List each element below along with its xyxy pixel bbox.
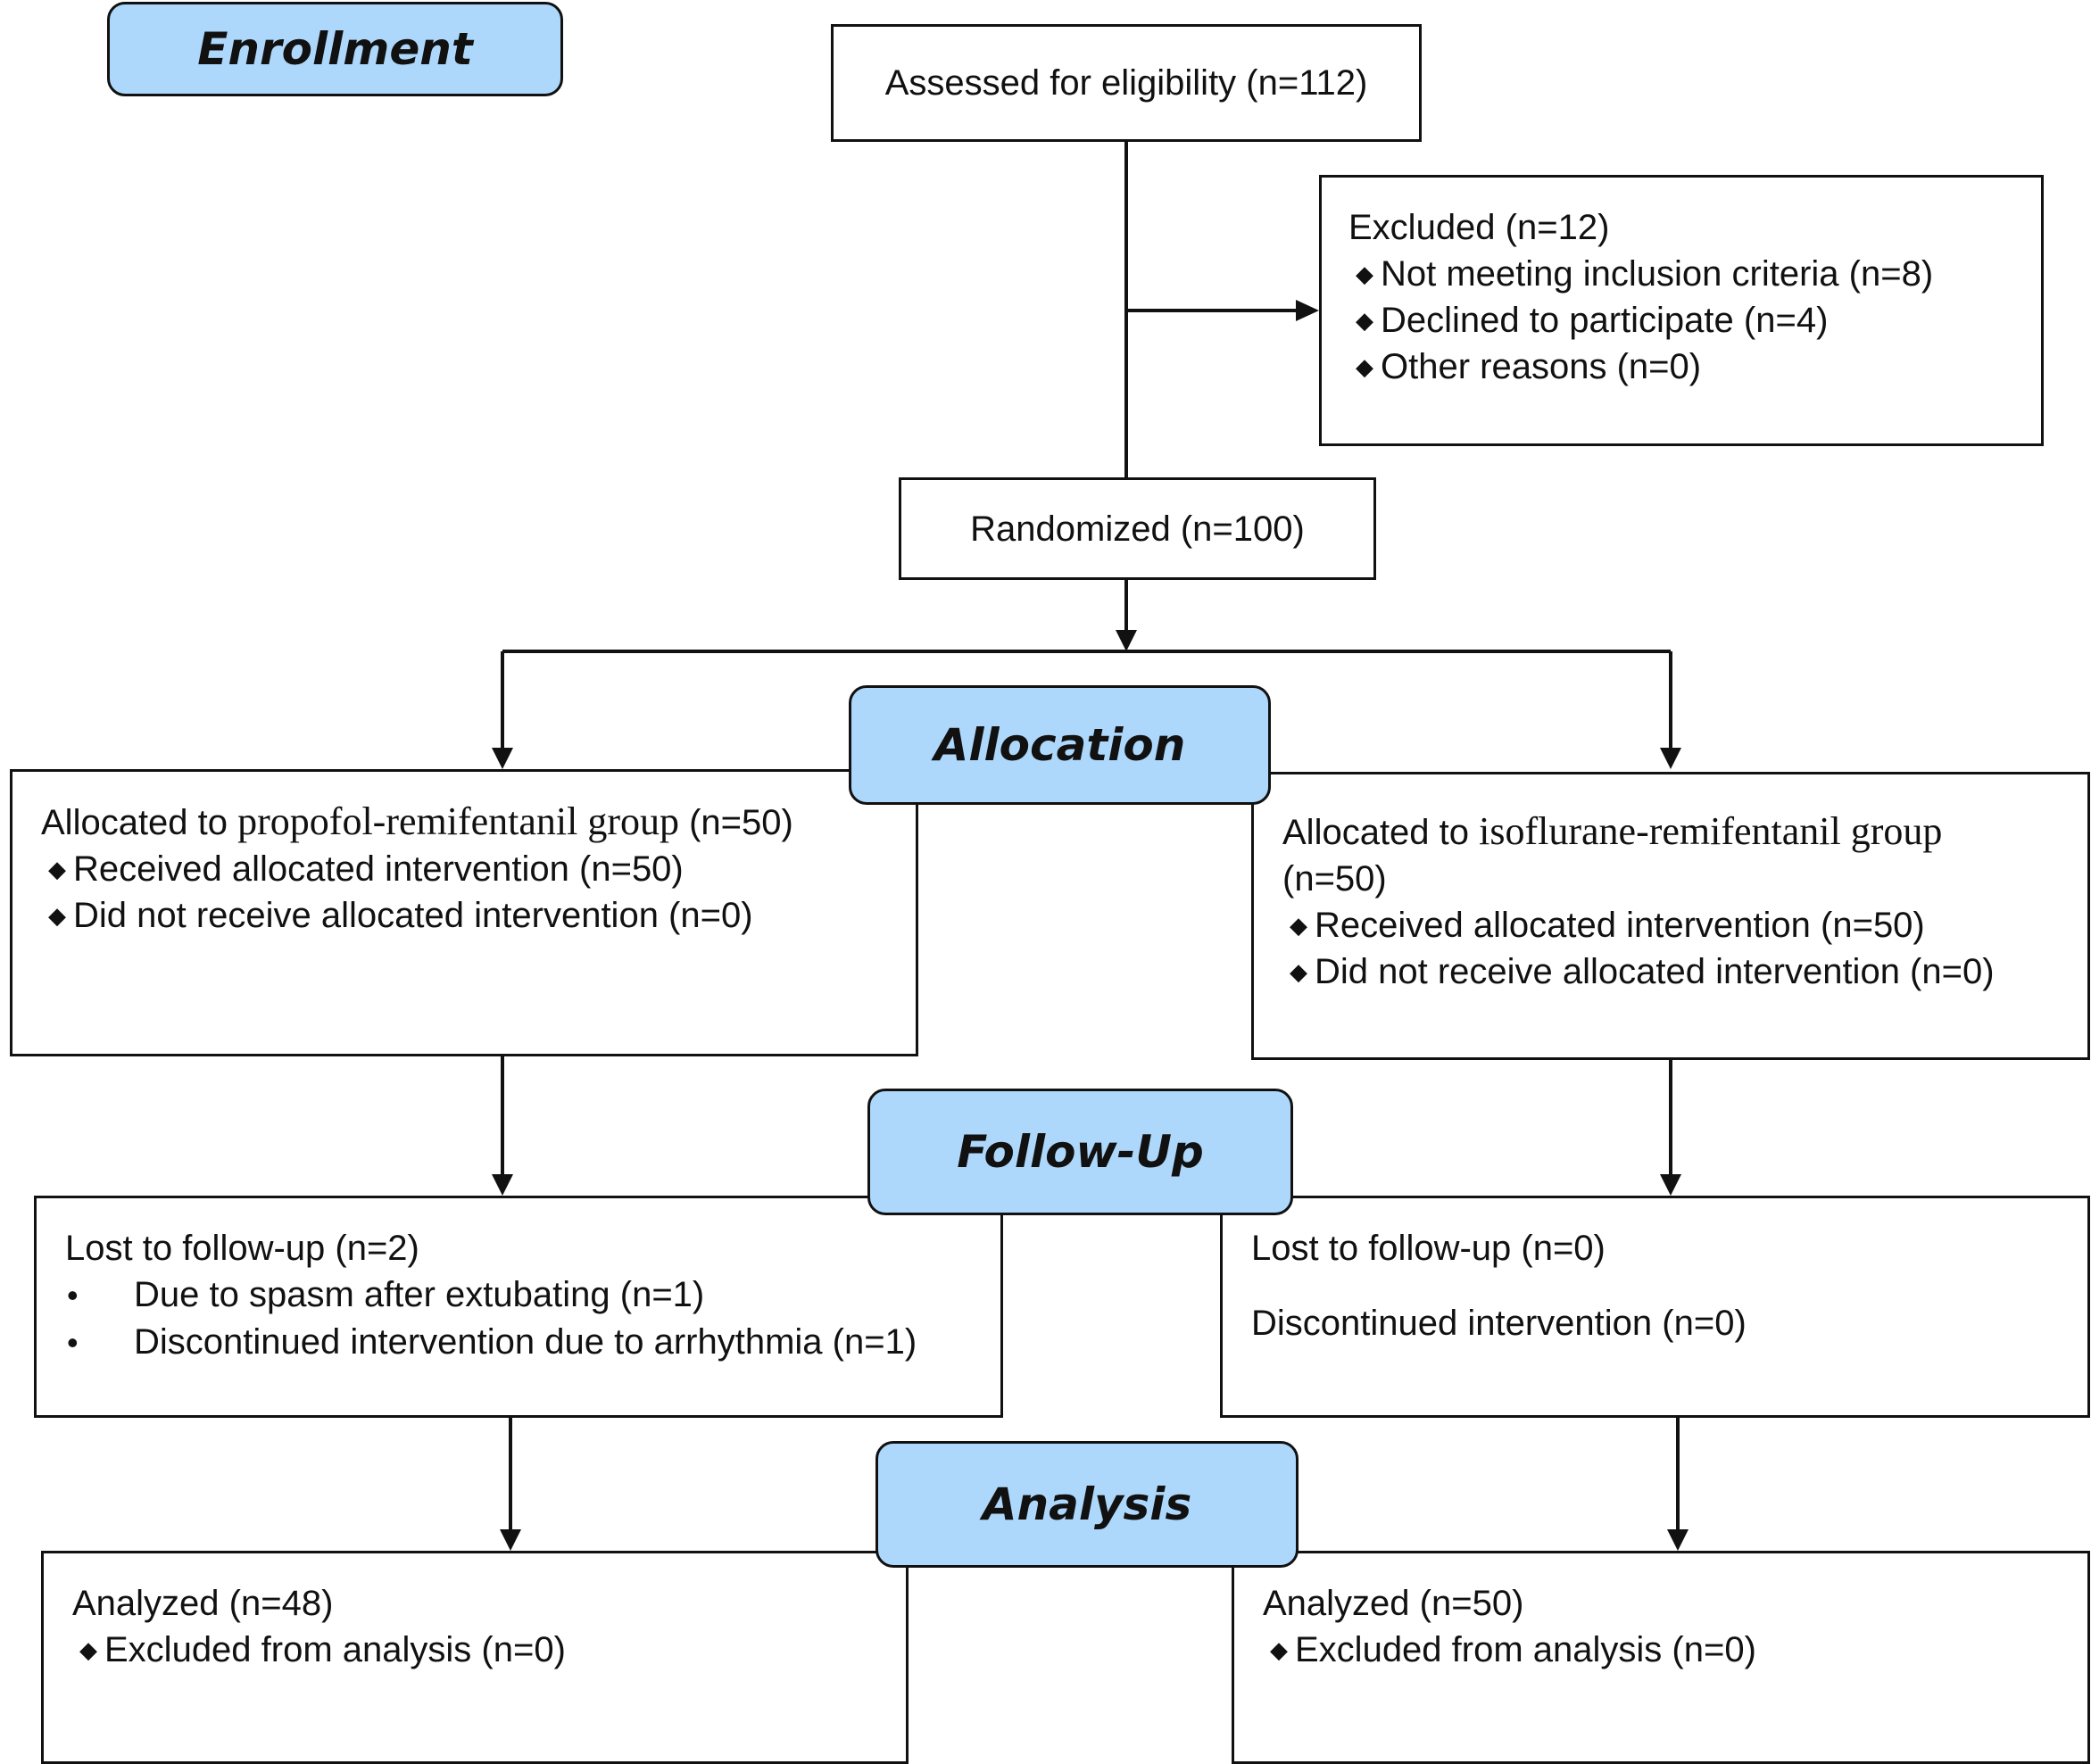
arrowhead-right-analysis (1667, 1529, 1689, 1551)
arrowhead-allocated-left (492, 748, 513, 769)
arrowhead-left-analysis (500, 1529, 521, 1551)
analysis-right-box: Analyzed (n=50) ◆Excluded from analysis … (1232, 1551, 2090, 1764)
allocated-left-item: ◆Received allocated intervention (n=50) (41, 846, 916, 892)
stage-analysis-label: Analysis (982, 1478, 1192, 1530)
allocated-right-item: ◆Received allocated intervention (n=50) (1282, 902, 2087, 948)
stage-analysis: Analysis (875, 1441, 1299, 1568)
diamond-bullet-icon: ◆ (1290, 958, 1307, 985)
excluded-box: Excluded (n=12) ◆Not meeting inclusion c… (1319, 175, 2044, 446)
assessed-box: Assessed for eligibility (n=112) (831, 24, 1422, 142)
followup-right-discontinued: Discontinued intervention (n=0) (1251, 1304, 1747, 1343)
assessed-text: Assessed for eligibility (n=112) (884, 63, 1368, 103)
analysis-left-item: ◆Excluded from analysis (n=0) (72, 1627, 906, 1673)
diamond-bullet-icon: ◆ (1356, 261, 1373, 287)
analysis-left-title: Analyzed (n=48) (72, 1584, 334, 1623)
followup-left-item: •Discontinued intervention due to arrhyt… (65, 1319, 1000, 1366)
arrowhead-right-followup (1660, 1174, 1681, 1196)
diamond-bullet-icon: ◆ (48, 856, 66, 882)
diamond-bullet-icon: ◆ (48, 902, 66, 929)
excluded-item: ◆Declined to participate (n=4) (1348, 297, 2041, 344)
allocated-right-group: isoflurane-remifentanil group (1479, 809, 1943, 853)
stage-allocation: Allocation (849, 685, 1271, 805)
followup-right-title: Lost to follow-up (n=0) (1251, 1229, 1606, 1268)
analysis-left-box: Analyzed (n=48) ◆Excluded from analysis … (41, 1551, 909, 1764)
followup-left-box: Lost to follow-up (n=2) •Due to spasm af… (34, 1196, 1003, 1418)
randomized-box: Randomized (n=100) (899, 477, 1376, 580)
allocated-left-item: ◆Did not receive allocated intervention … (41, 892, 916, 939)
diamond-bullet-icon: ◆ (1356, 353, 1373, 380)
allocated-left-title: Allocated to propofol-remifentanil group… (41, 799, 793, 843)
bullet-dot-icon: • (67, 1277, 79, 1313)
excluded-title: Excluded (n=12) (1348, 208, 1610, 247)
arrowhead-left-followup (492, 1174, 513, 1196)
diamond-bullet-icon: ◆ (79, 1636, 97, 1663)
analysis-right-title: Analyzed (n=50) (1263, 1584, 1524, 1623)
arrowhead-excluded (1296, 300, 1319, 321)
diamond-bullet-icon: ◆ (1356, 307, 1373, 334)
analysis-right-item: ◆Excluded from analysis (n=0) (1263, 1627, 2087, 1673)
bullet-dot-icon: • (67, 1324, 79, 1361)
followup-left-title: Lost to follow-up (n=2) (65, 1229, 419, 1268)
stage-allocation-label: Allocation (933, 719, 1186, 771)
arrowhead-split (1116, 630, 1137, 651)
followup-right-box: Lost to follow-up (n=0) Discontinued int… (1220, 1196, 2090, 1418)
randomized-text: Randomized (n=100) (970, 509, 1305, 549)
stage-follow-up-label: Follow-Up (957, 1126, 1204, 1178)
allocated-right-title: Allocated to isoflurane-remifentanil gro… (1282, 809, 1943, 853)
arrowhead-allocated-right (1660, 748, 1681, 769)
allocated-right-item: ◆Did not receive allocated intervention … (1282, 948, 2087, 995)
allocated-right-count: (n=50) (1282, 859, 1387, 899)
excluded-item: ◆Other reasons (n=0) (1348, 344, 2041, 390)
stage-enrollment-label: Enrollment (197, 23, 473, 75)
allocated-right-box: Allocated to isoflurane-remifentanil gro… (1251, 772, 2090, 1060)
diamond-bullet-icon: ◆ (1270, 1636, 1288, 1663)
allocated-left-group: propofol-remifentanil group (237, 799, 679, 843)
followup-left-item: •Due to spasm after extubating (n=1) (65, 1271, 1000, 1319)
stage-follow-up: Follow-Up (867, 1089, 1293, 1215)
stage-enrollment: Enrollment (107, 2, 563, 96)
allocated-left-box: Allocated to propofol-remifentanil group… (10, 769, 918, 1056)
diamond-bullet-icon: ◆ (1290, 912, 1307, 939)
excluded-item: ◆Not meeting inclusion criteria (n=8) (1348, 251, 2041, 297)
